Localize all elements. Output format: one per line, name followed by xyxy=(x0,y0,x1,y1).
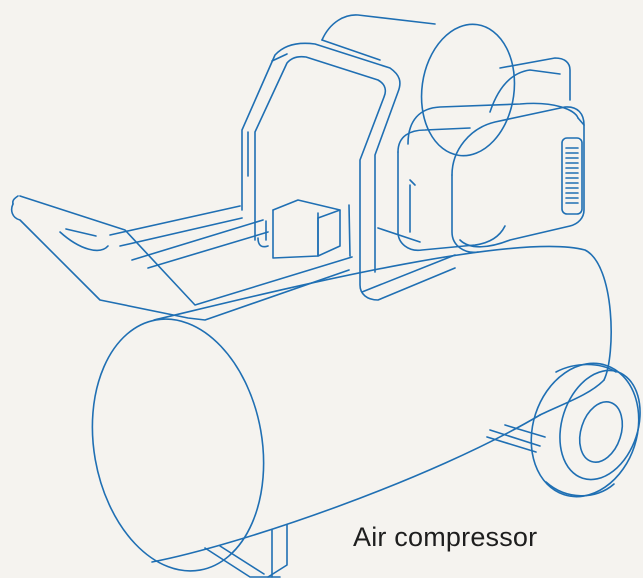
base-block xyxy=(272,199,351,259)
vent-grille xyxy=(561,137,583,215)
bottom-stand xyxy=(204,424,546,578)
tank xyxy=(91,245,612,572)
caption: Air compressor xyxy=(353,522,538,552)
motor xyxy=(321,14,516,186)
wheel xyxy=(530,362,641,498)
handle-frame xyxy=(10,195,353,321)
compressor-housing xyxy=(377,57,585,254)
roll-cage xyxy=(241,42,456,301)
